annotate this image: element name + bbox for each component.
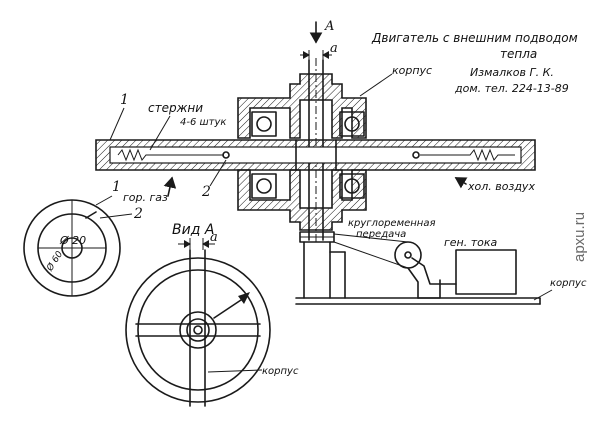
kruglorem-1: круглоременная <box>348 218 436 229</box>
arrow-a-label: A <box>324 19 334 34</box>
gor-gaz-label: гор. газ <box>123 191 168 204</box>
sterzhni-count: 4-6 штук <box>180 117 226 128</box>
rotor-labels: 1 стержни 4-6 штук корпус 2 хол. воздух <box>109 64 535 200</box>
title-block: Двигатель с внешним подводом тепла Измал… <box>371 31 578 95</box>
disk-num-1: 1 <box>112 179 121 195</box>
phi-20-label: Ø 20 <box>59 234 86 247</box>
title-line1: Двигатель с внешним подводом <box>371 31 578 45</box>
korpus-bottom-label: корпус <box>262 366 299 377</box>
korpus-top-label: корпус <box>392 64 432 77</box>
num-1-top: 1 <box>120 92 129 108</box>
hol-vozduh-label: хол. воздух <box>467 180 535 193</box>
drive-and-generator: круглоременная передача ген. тока корпус <box>295 218 587 305</box>
gor-gaz-num-2: 2 <box>201 184 211 200</box>
rotor-disk <box>95 139 536 171</box>
gen-toka-label: ген. тока <box>444 236 498 249</box>
phone: дом. тел. 224-13-89 <box>454 82 569 95</box>
author: Измалков Г. К. <box>470 66 554 79</box>
section-arrow-a: A a <box>300 19 338 60</box>
dim-a-top: a <box>330 41 338 56</box>
lower-housing <box>237 169 367 231</box>
kruglorem-2: передача <box>356 229 406 240</box>
korpus-right-label: корпус <box>550 278 587 289</box>
sterzhni-label: стержни <box>148 101 203 115</box>
watermark: apxu.ru <box>571 212 588 262</box>
title-line2: тепла <box>500 47 537 61</box>
disk-section: 1 гор. газ 2 Ø 20 Ø 60 <box>23 179 168 297</box>
view-a: Вид A a корпус <box>125 222 299 407</box>
disk-num-2: 2 <box>133 206 143 222</box>
upper-housing <box>237 73 367 139</box>
view-a-title: Вид A <box>172 222 214 238</box>
dim-a-view: a <box>210 230 218 245</box>
